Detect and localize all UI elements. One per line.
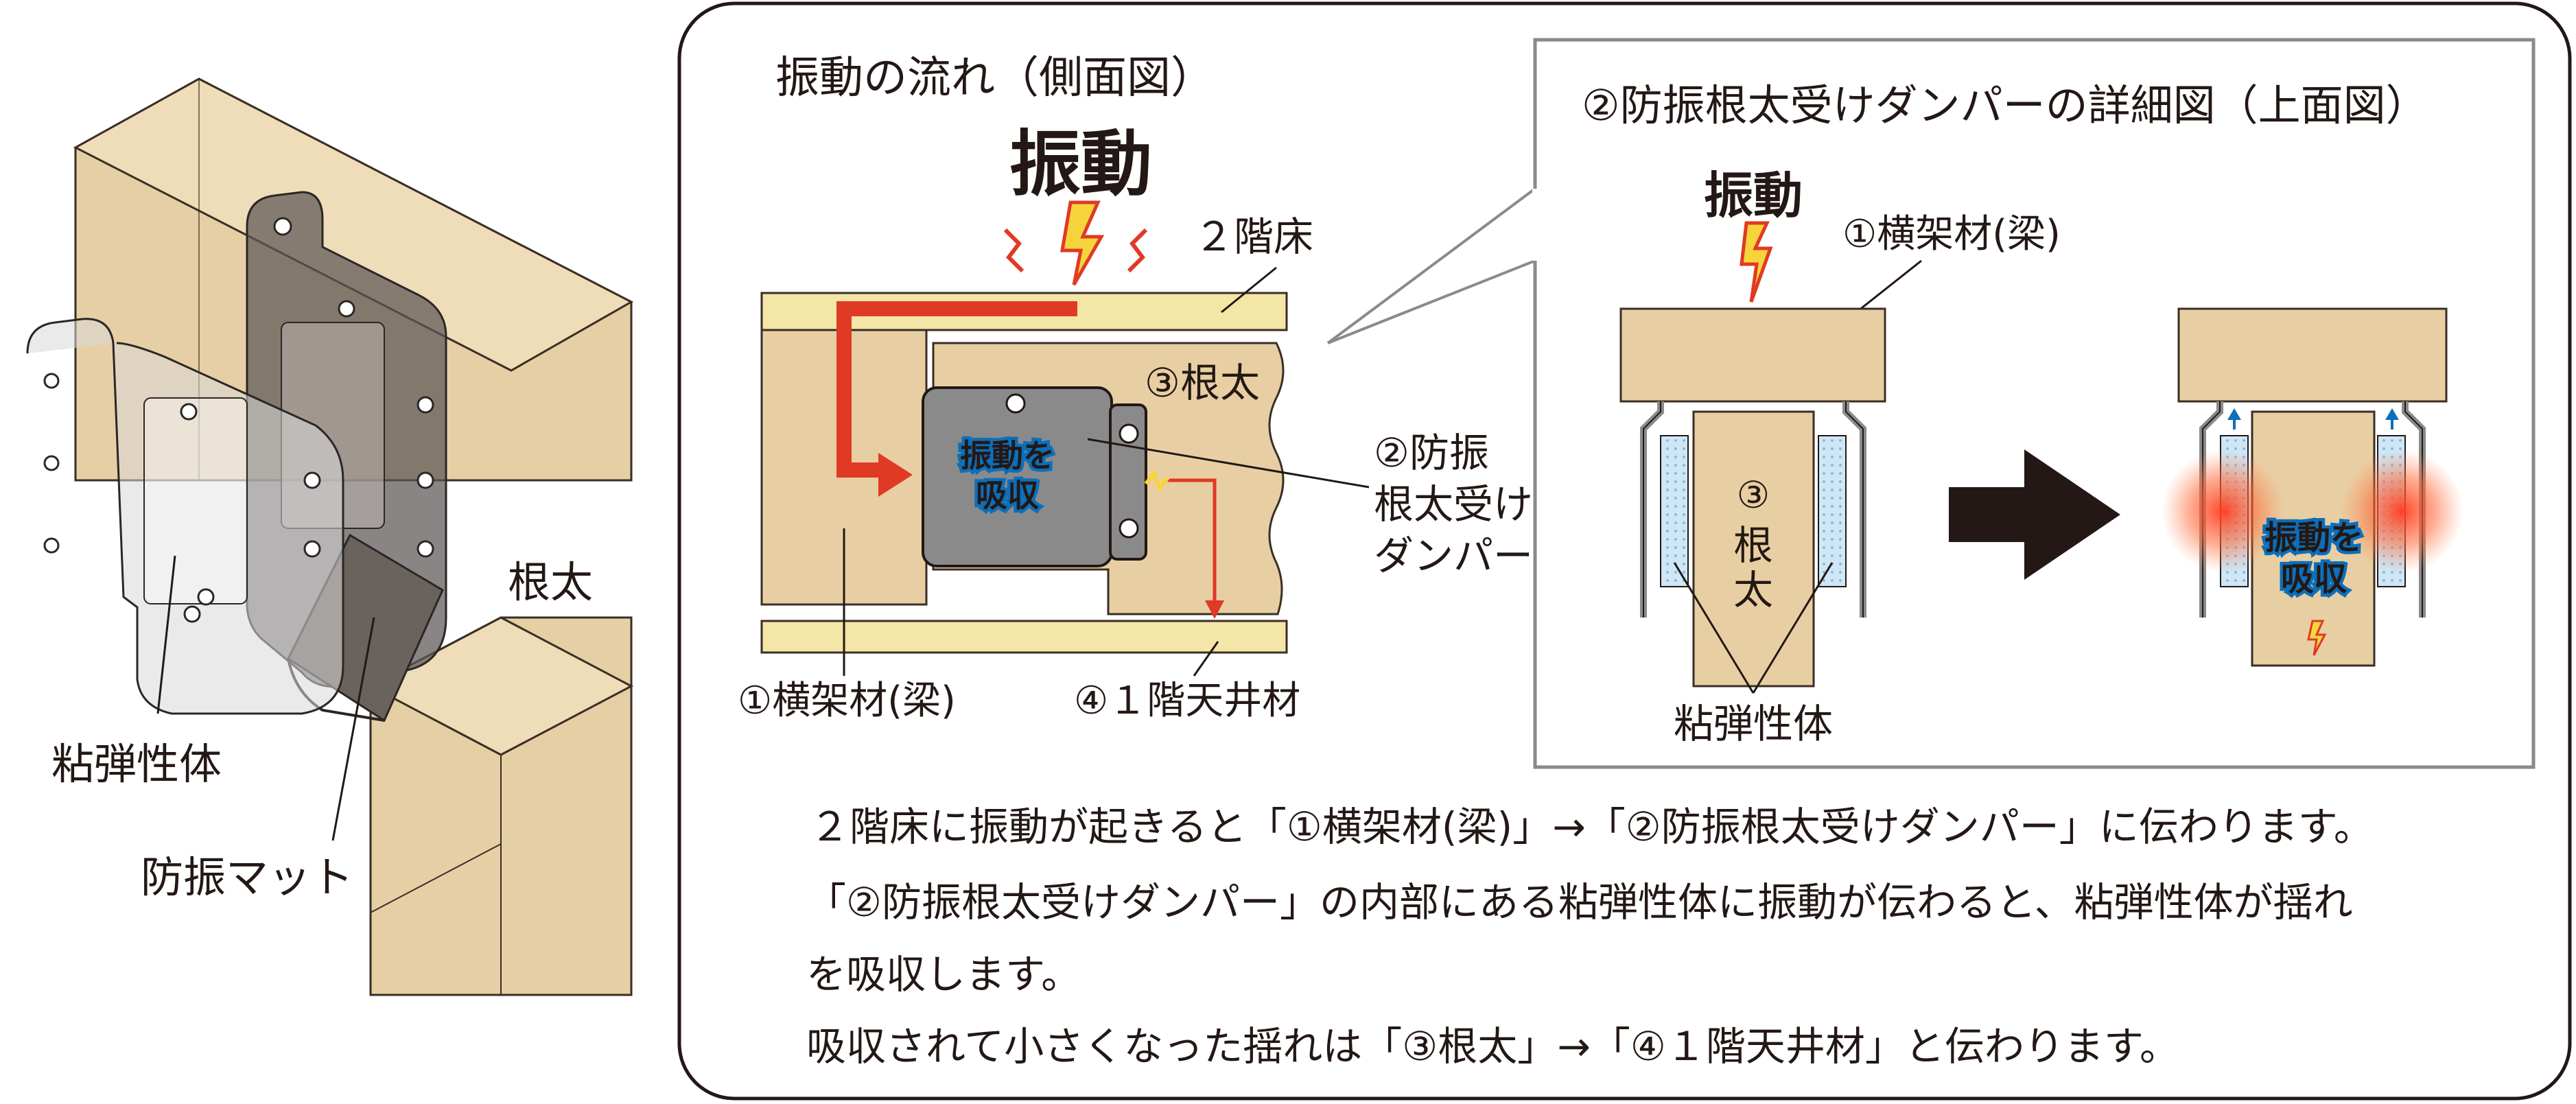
vibration-small-flow bbox=[1167, 478, 1217, 604]
description-line1: ２階床に振動が起きると「①横架材(梁)」→「②防振根太受けダンパー」に伝わります… bbox=[810, 803, 2374, 850]
damper-front-plate bbox=[26, 318, 344, 715]
damper-label-line3: ダンパー bbox=[1374, 532, 1533, 579]
joist-char2-top: 太 bbox=[1733, 567, 1773, 613]
damper-label-line1: ②防振 bbox=[1374, 430, 1489, 476]
beam-top-view bbox=[1619, 307, 1886, 403]
absorb-side-line2: 吸収 bbox=[976, 477, 1039, 514]
joist-label-side: ③根太 bbox=[1145, 360, 1260, 406]
vibration-label-top: 振動 bbox=[1704, 167, 1803, 224]
description: ２階床に振動が起きると「①横架材(梁)」→「②防振根太受けダンパー」に伝わります… bbox=[806, 803, 2374, 1070]
absorb-top-line1: 振動を bbox=[2264, 519, 2363, 557]
label-viscoelastic-left: 粘弾性体 bbox=[51, 739, 222, 789]
joist-top-view bbox=[1692, 410, 1815, 688]
damper-label-line2: 根太受け bbox=[1374, 481, 1533, 528]
top-view-title: ②防振根太受けダンパーの詳細図（上面図） bbox=[1582, 80, 2428, 130]
absorb-side-line1: 振動を bbox=[960, 437, 1055, 474]
floor2-label: ２階床 bbox=[1194, 213, 1313, 260]
joist-char1-top: 根 bbox=[1733, 522, 1773, 569]
lightning-side-icon bbox=[1060, 200, 1105, 286]
top-view-box bbox=[1533, 38, 2536, 769]
transition-arrow-icon bbox=[1949, 449, 2120, 580]
burst-right-icon bbox=[1127, 228, 1148, 273]
side-view-diagram: 振動を 吸収 振動 ２階床 ③根太 ②防振 根太受け ダンパー ①横架材(梁) … bbox=[738, 119, 1533, 723]
label-mat-left: 防振マット bbox=[141, 852, 353, 902]
side-view-title: 振動の流れ（側面図） bbox=[775, 53, 1215, 104]
small-up-arrow-right bbox=[2385, 408, 2399, 420]
vibration-label-side: 振動 bbox=[1009, 122, 1152, 206]
absorb-top-line2: 吸収 bbox=[2281, 560, 2347, 598]
ceiling1-board bbox=[760, 620, 1288, 654]
vibration-flow-arrow bbox=[836, 301, 1077, 478]
label-joist-left: 根太 bbox=[508, 557, 593, 607]
lightning-top-icon bbox=[1740, 221, 1773, 303]
description-line2: 「②防振根太受けダンパー」の内部にある粘弾性体に振動が伝わると、粘弾性体が揺れ bbox=[806, 879, 2353, 926]
description-line4: 吸収されて小さくなった揺れは「③根太」→「④１階天井材」と伝わります。 bbox=[806, 1023, 2179, 1070]
small-lightning-icon bbox=[2307, 620, 2327, 656]
ceiling-label-side: ④１階天井材 bbox=[1074, 679, 1300, 723]
joist-num-top: ③ bbox=[1737, 473, 1770, 517]
beam-top-view-after bbox=[2177, 307, 2448, 403]
description-line3: を吸収します。 bbox=[806, 951, 1081, 998]
burst-left-icon bbox=[1003, 228, 1024, 273]
beam-label-side: ①横架材(梁) bbox=[738, 679, 956, 723]
top-view-callout: ②防振根太受けダンパーの詳細図（上面図） 振動 ①横架材(梁) ③ 根 太 粘弾… bbox=[1326, 38, 2536, 769]
absorb-glow-right bbox=[2340, 449, 2463, 573]
absorb-glow-left bbox=[2162, 449, 2285, 573]
beam-label-top: ①横架材(梁) bbox=[1842, 212, 2061, 257]
viscoelastic-label-top: 粘弾性体 bbox=[1674, 701, 1833, 747]
small-up-arrow-left bbox=[2227, 408, 2241, 420]
left-illustration: 粘弾性体 防振マット 根太 bbox=[26, 78, 634, 996]
